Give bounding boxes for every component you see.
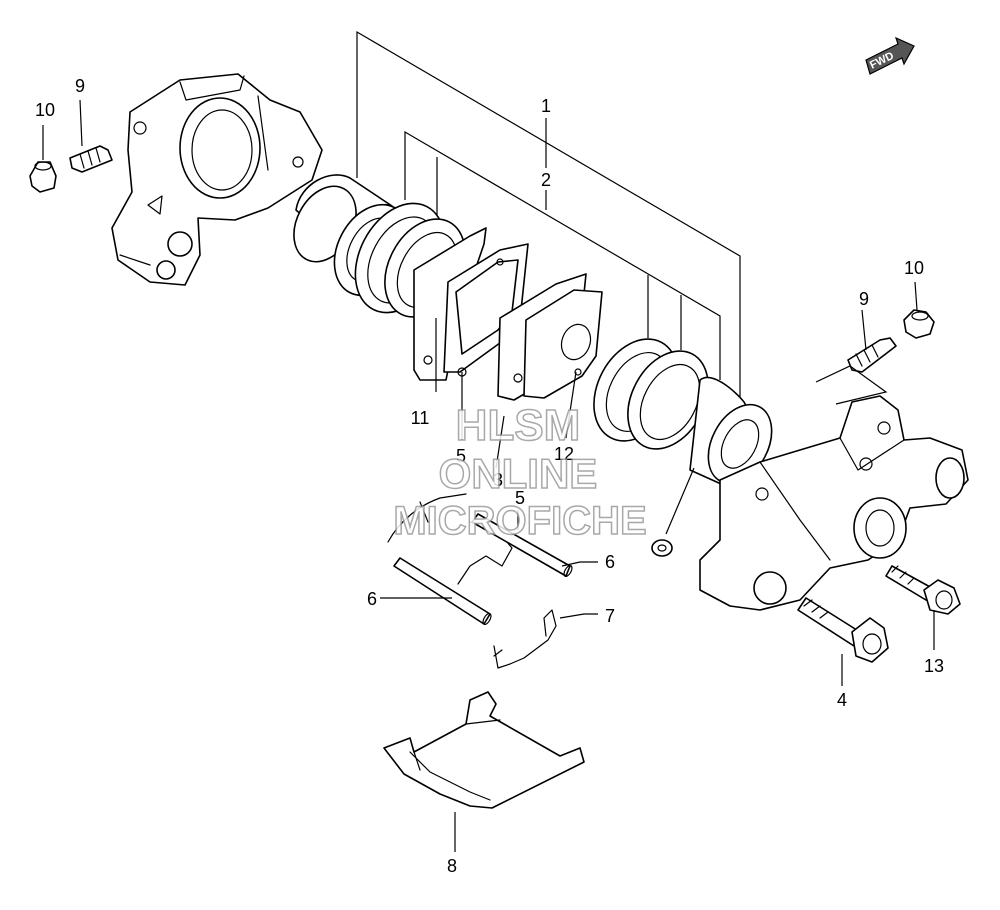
callout-3: 3: [493, 470, 503, 490]
bleeder-valve-right: [847, 337, 897, 373]
callout-7: 7: [605, 606, 615, 626]
watermark-line-1: HLSM: [456, 401, 581, 450]
callout-9a: 9: [75, 76, 85, 96]
watermark-line-2: ONLINE: [439, 450, 598, 497]
callout-leaders: [42, 99, 935, 852]
callout-4: 4: [837, 690, 847, 710]
callout-12: 12: [554, 444, 574, 464]
callout-6b: 6: [367, 589, 377, 609]
callout-5a: 5: [456, 446, 466, 466]
callout-2: 2: [541, 170, 551, 190]
pad-pin-upper: [471, 513, 573, 578]
caliper-body-left: [111, 73, 323, 286]
callout-1: 1: [541, 96, 551, 116]
callout-10a: 10: [35, 100, 55, 120]
pad-cover: [383, 691, 585, 809]
assembly-bracket-lines: [356, 30, 741, 400]
callout-10b: 10: [904, 258, 924, 278]
watermark-line-3: MICROFICHE: [393, 499, 646, 543]
caliper-body-right: [699, 395, 969, 611]
bleeder-cap-left: [29, 161, 57, 193]
fwd-arrow-icon: FWD: [865, 36, 915, 75]
washer: [651, 539, 673, 557]
callout-13: 13: [924, 656, 944, 676]
pad-pin-lower: [393, 557, 492, 626]
brake-pad-inner: [497, 273, 603, 401]
watermark: HLSM ONLINE MICROFICHE: [393, 400, 648, 544]
callout-6a: 6: [605, 552, 615, 572]
callout-8: 8: [447, 856, 457, 876]
callout-9b: 9: [859, 289, 869, 309]
bleeder-cap-right: [903, 309, 935, 339]
callout-11: 11: [411, 408, 430, 428]
pad-spring: [493, 609, 557, 669]
callout-numbers: 1 2 3 4 5 5 6 6 7 8 9 9 10 10 11 12 13: [35, 76, 944, 876]
mounting-bolt: [797, 597, 889, 663]
callout-5b: 5: [515, 488, 525, 508]
bleeder-valve-left: [69, 145, 113, 173]
piston-seals-right: [593, 338, 709, 450]
caliper-bolt: [885, 565, 961, 615]
